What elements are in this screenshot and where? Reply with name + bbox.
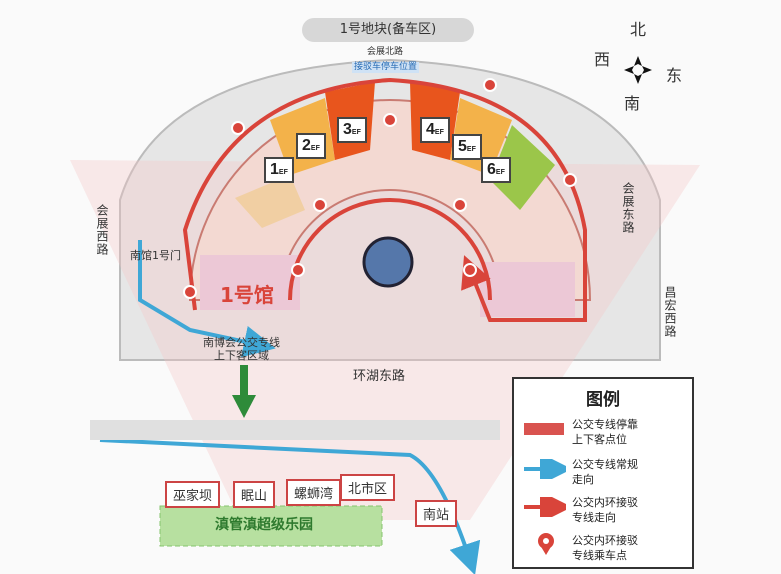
compass-icon bbox=[624, 56, 652, 84]
road-west-label: 会展西路 bbox=[95, 204, 109, 256]
central-dome bbox=[362, 236, 414, 288]
stop-mianshan[interactable]: 眠山 bbox=[233, 481, 276, 508]
pin-icon[interactable] bbox=[383, 113, 397, 127]
pin-icon[interactable] bbox=[563, 173, 577, 187]
pin-icon[interactable] bbox=[291, 263, 305, 277]
pin-icon[interactable] bbox=[231, 121, 245, 135]
red-arrow-icon bbox=[524, 497, 566, 517]
legend-title: 图例 bbox=[586, 390, 620, 410]
hall-1-badge[interactable]: 1EF bbox=[264, 157, 294, 183]
hall-suffix: EF bbox=[310, 145, 320, 152]
north-plaza-label: 会展北路 bbox=[367, 47, 404, 57]
park-label: 滇管滇超级乐园 bbox=[215, 517, 313, 533]
pin-icon[interactable] bbox=[453, 198, 467, 212]
pin-icon[interactable] bbox=[313, 198, 327, 212]
parking-note-label: 接驳车停车位置 bbox=[352, 62, 420, 73]
blue-street-route bbox=[99, 438, 481, 574]
stop-beishiqu[interactable]: 北市区 bbox=[340, 474, 396, 501]
hall-1-label: 1号馆 bbox=[220, 283, 274, 307]
blue-bus-route bbox=[138, 240, 276, 358]
blue-arrow-icon bbox=[524, 459, 566, 479]
south-road bbox=[90, 420, 500, 440]
hall-suffix: EF bbox=[434, 129, 444, 136]
pickup-pins bbox=[183, 78, 577, 299]
compass-north: 北 bbox=[630, 20, 647, 39]
legend-item-pickup: 公交内环接驳 专线乘车点 bbox=[572, 534, 638, 562]
hall-suffix: EF bbox=[495, 169, 505, 176]
legend-box: 图例 公交专线停靠 上下客点位 公交专线常规 走向 公交内环接驳 专线走向 公交… bbox=[512, 377, 694, 569]
east-wing bbox=[480, 262, 575, 317]
pin-icon[interactable] bbox=[483, 78, 497, 92]
pin-icon[interactable] bbox=[183, 285, 197, 299]
hall-suffix: EF bbox=[466, 146, 476, 153]
hall-1-fill bbox=[235, 175, 305, 228]
plot-label-text: 1号地块(备车区) bbox=[339, 22, 437, 37]
hall-2-badge[interactable]: 2EF bbox=[296, 133, 326, 159]
hall-6-badge[interactable]: 6EF bbox=[481, 157, 511, 183]
gate-label: 南馆1号门 bbox=[130, 249, 181, 262]
exit-arrow bbox=[232, 365, 256, 418]
hall-3-badge[interactable]: 3EF bbox=[337, 117, 367, 143]
road-south-label: 环湖东路 bbox=[353, 369, 406, 384]
hall-number: 6 bbox=[487, 161, 496, 178]
hall-number: 5 bbox=[458, 138, 467, 155]
bus-zone-label: 南博会公交专线 上下客区域 bbox=[203, 336, 280, 362]
hall-4-badge[interactable]: 4EF bbox=[420, 117, 450, 143]
road-east-label: 会展东路 bbox=[621, 182, 635, 234]
legend-item-stop: 公交专线停靠 上下客点位 bbox=[572, 418, 638, 446]
stop-luosiwan[interactable]: 螺蛳湾 bbox=[286, 479, 342, 506]
hall-number: 1 bbox=[270, 161, 279, 178]
hall-suffix: EF bbox=[278, 169, 288, 176]
road-far-east-label: 昌宏西路 bbox=[663, 286, 677, 338]
hall-6-fill bbox=[490, 125, 555, 210]
compass-south: 南 bbox=[624, 94, 641, 113]
stop-nanzhan[interactable]: 南站 bbox=[415, 500, 458, 527]
hall-5-badge[interactable]: 5EF bbox=[452, 134, 482, 160]
pin-icon bbox=[538, 533, 554, 555]
park-area bbox=[159, 505, 383, 547]
west-wing bbox=[200, 255, 300, 310]
hall-number: 4 bbox=[426, 121, 435, 138]
compass-east: 东 bbox=[666, 66, 683, 85]
red-bar-icon bbox=[524, 423, 564, 435]
hall-suffix: EF bbox=[351, 129, 361, 136]
inner-arc bbox=[288, 198, 492, 301]
legend-item-bus-route: 公交专线常规 走向 bbox=[572, 458, 638, 486]
compass-west: 西 bbox=[594, 50, 611, 69]
hall-number: 3 bbox=[343, 121, 352, 138]
plot-label: 1号地块(备车区) bbox=[302, 18, 474, 42]
legend-item-loop-route: 公交内环接驳 专线走向 bbox=[572, 496, 638, 524]
pin-icon[interactable] bbox=[463, 263, 477, 277]
hall-number: 2 bbox=[302, 137, 311, 154]
stop-wujiaba[interactable]: 巫家坝 bbox=[165, 481, 221, 508]
